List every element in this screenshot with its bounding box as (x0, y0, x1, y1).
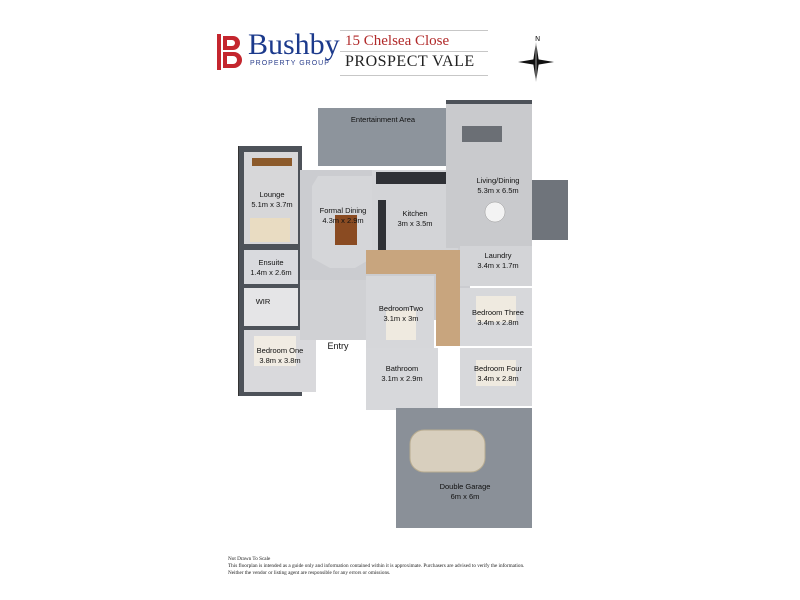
room-bedroom-three-name: Bedroom Three (472, 308, 524, 317)
disclaimer-line: Not Drawn To Scale (228, 556, 271, 562)
room-lounge-name: Lounge (259, 190, 285, 199)
disclaimer-line: Neither the vendor or listing agent are … (228, 570, 391, 577)
north-arrow-icon: N (508, 32, 558, 87)
room-kitchen-dim: 3m x 3.5m (397, 219, 433, 228)
room-ensuite-dim: 1.4m x 2.6m (250, 268, 292, 277)
svg-text:N: N (535, 35, 540, 43)
room-bathroom-dim: 3.1m x 2.9m (381, 374, 423, 383)
address-street: 15 Chelsea Close (345, 33, 450, 49)
room-entertainment-area: Entertainment Area (350, 115, 416, 124)
divider (340, 30, 488, 31)
room-bedroom-four-name: Bedroom Four (474, 364, 522, 373)
room-bedroom-two-dim: 3.1m x 3m (383, 314, 419, 323)
room-bedroom-two-name: BedroomTwo (378, 304, 424, 313)
room-living-dining-name: Living/Dining (476, 176, 520, 185)
bushby-logo-icon (217, 34, 245, 70)
brand-name: Bushby (248, 28, 340, 61)
room-wir: WIR (255, 297, 271, 306)
room-bedroom-one-dim: 3.8m x 3.8m (259, 356, 301, 365)
room-double-garage-dim: 6m x 6m (450, 492, 480, 501)
room-formal-dining-name: Formal Dining (319, 206, 367, 215)
room-bedroom-three-dim: 3.4m x 2.8m (477, 318, 519, 327)
divider (340, 75, 488, 76)
floor-plan: Entertainment Area Lounge 5.1m x 3.7m Fo… (200, 90, 600, 550)
address-suburb: PROSPECT VALE (345, 53, 475, 70)
room-laundry-dim: 3.4m x 1.7m (477, 261, 519, 270)
disclaimer: Not Drawn To Scale This floorplan is int… (228, 556, 588, 577)
room-bedroom-four-dim: 3.4m x 2.8m (477, 374, 519, 383)
room-formal-dining-dim: 4.3m x 2.9m (322, 216, 364, 225)
room-double-garage-name: Double Garage (439, 482, 491, 491)
disclaimer-line: This floorplan is intended as a guide on… (228, 563, 525, 570)
brand-subtitle: PROPERTY GROUP (250, 60, 330, 67)
room-kitchen-name: Kitchen (402, 209, 428, 218)
room-bathroom-name: Bathroom (385, 364, 419, 373)
room-living-dining-dim: 5.3m x 6.5m (477, 186, 519, 195)
room-entry: Entry (327, 341, 349, 351)
room-lounge-dim: 5.1m x 3.7m (251, 200, 293, 209)
room-ensuite-name: Ensuite (258, 258, 284, 267)
divider (340, 51, 488, 52)
room-bedroom-one-name: Bedroom One (256, 346, 304, 355)
room-laundry-name: Laundry (484, 251, 512, 260)
